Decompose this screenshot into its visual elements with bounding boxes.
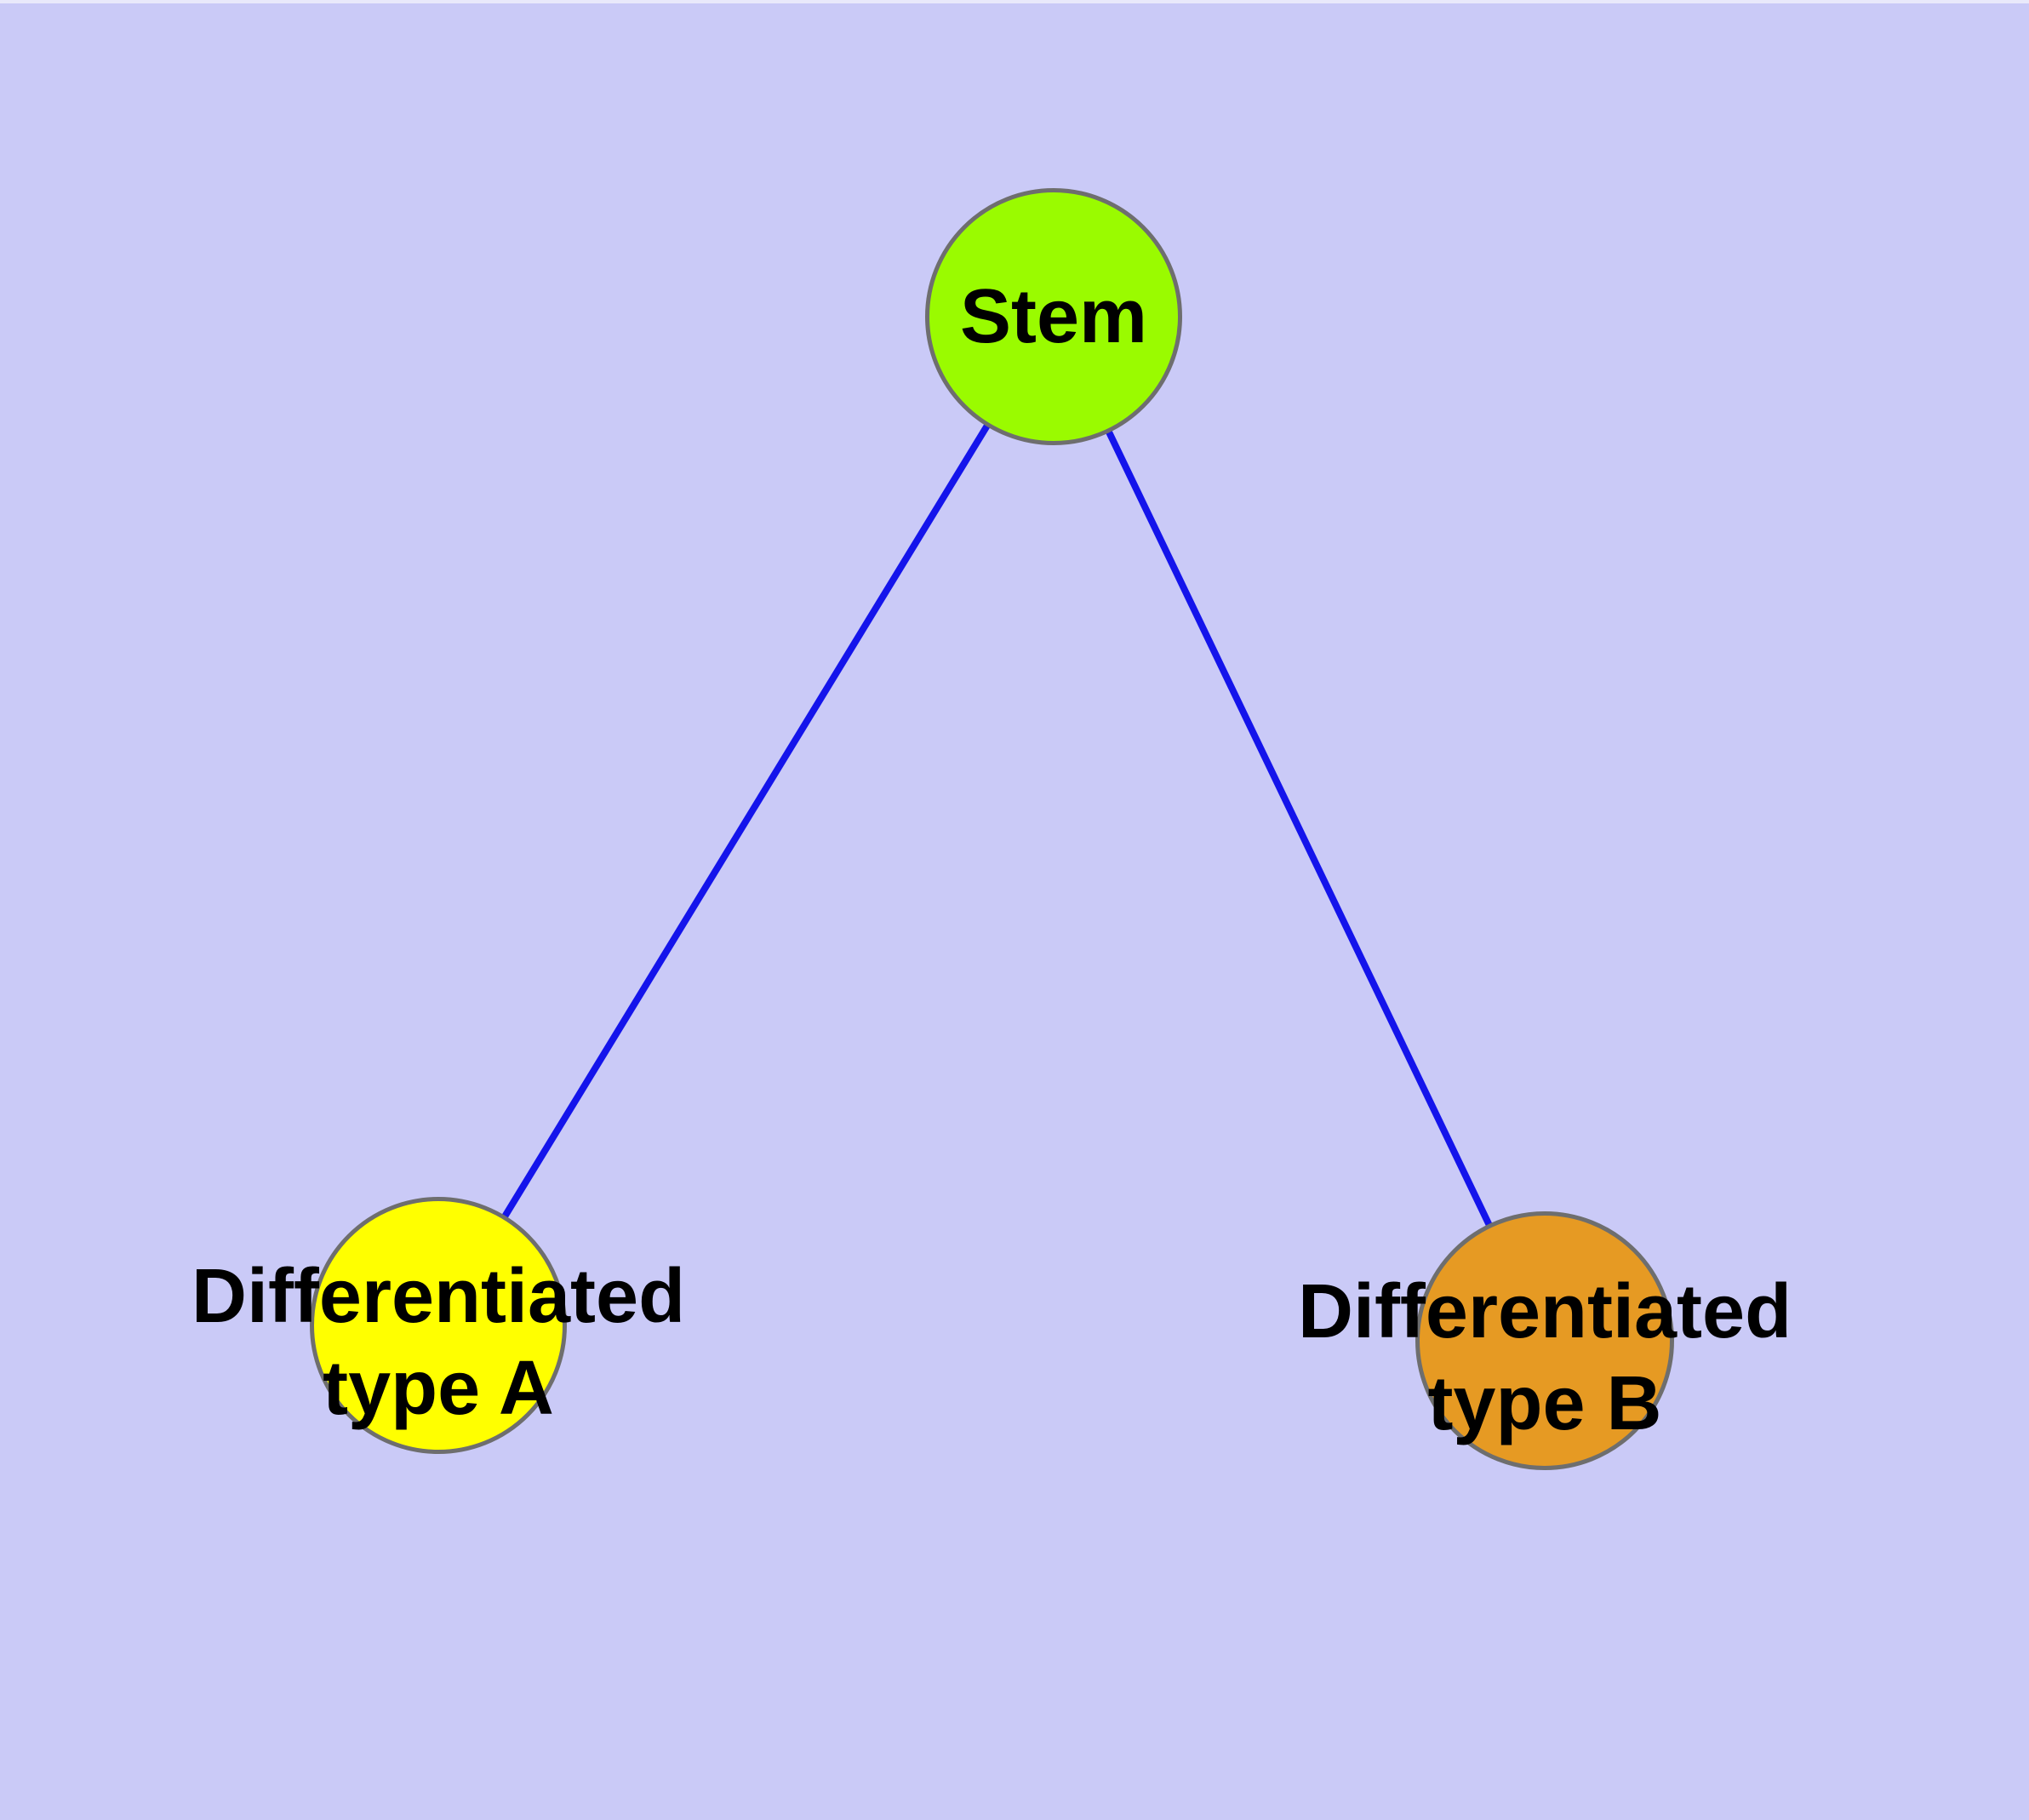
edge-stem-type-a bbox=[435, 314, 1057, 1328]
node-type-a-circle[interactable] bbox=[310, 1197, 567, 1454]
window-top-edge bbox=[0, 0, 2029, 3]
node-type-b-circle[interactable] bbox=[1415, 1211, 1674, 1470]
node-type-b-label-line1: Differentiated bbox=[1297, 1269, 1792, 1354]
node-type-b-label: Differentiated type B bbox=[1298, 1266, 1792, 1450]
node-type-a-label-line1: Differentiated bbox=[191, 1254, 686, 1339]
node-type-a-label: Differentiated type A bbox=[191, 1251, 685, 1434]
node-stem-label-text: Stem bbox=[959, 274, 1148, 359]
node-type-b-label-line2: type B bbox=[1427, 1361, 1662, 1446]
node-type-a-label-line2: type A bbox=[323, 1346, 554, 1431]
node-stem-label: Stem bbox=[960, 271, 1147, 363]
node-stem-circle[interactable] bbox=[925, 188, 1182, 445]
edge-stem-type-b bbox=[1050, 315, 1548, 1342]
